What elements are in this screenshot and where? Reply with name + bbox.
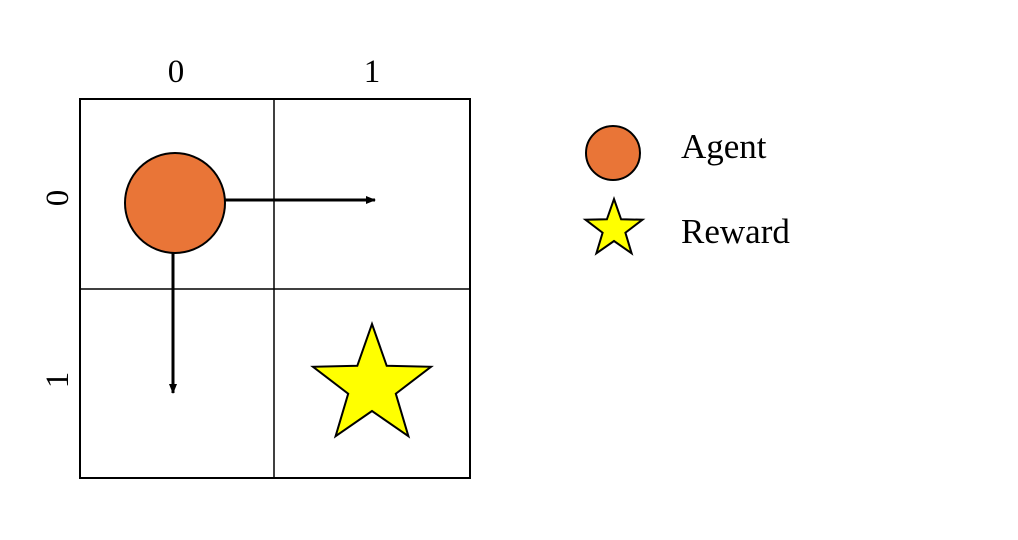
reward-star-icon [310,320,434,439]
column-label-1: 1 [364,54,381,90]
legend-reward-label: Reward [681,212,790,251]
legend-agent-circle-icon [585,125,641,181]
agent-circle-icon [124,152,226,254]
grid [79,98,471,479]
legend: Agent Reward [582,125,790,256]
legend-reward-star-icon [582,195,646,256]
column-label-0: 0 [168,54,185,90]
legend-agent-label: Agent [681,127,767,166]
row-label-0: 0 [40,190,76,207]
row-label-1: 1 [40,372,76,389]
